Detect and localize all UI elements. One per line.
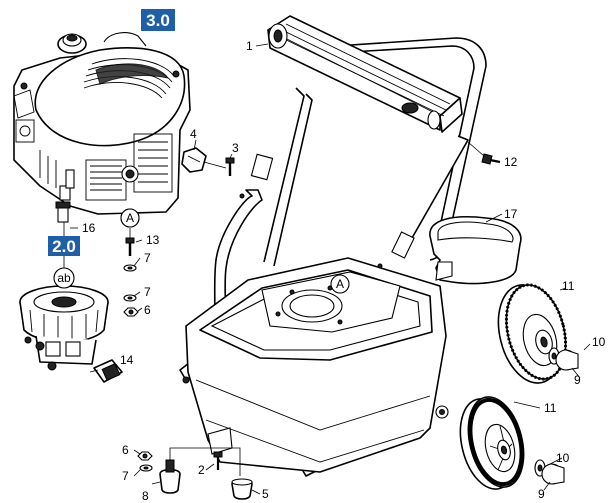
pump-assembly	[19, 256, 109, 371]
callout-leaders	[133, 139, 581, 491]
section-badge-pump-label: 2.0	[52, 237, 76, 256]
reference-mark-a-left-label: A	[126, 211, 134, 225]
callout-13[interactable]: 13	[146, 233, 160, 247]
callout-9-lower[interactable]: 9	[538, 487, 545, 501]
part-17-hose-holder	[429, 213, 522, 285]
callout-11-lower[interactable]: 11	[544, 401, 557, 415]
section-badge-pump[interactable]: 2.0	[48, 236, 80, 256]
callout-14[interactable]: 14	[120, 353, 134, 367]
part-3-screw	[203, 157, 235, 176]
callout-10-upper[interactable]: 10	[592, 335, 606, 349]
frame-assembly	[179, 37, 487, 477]
part-14-outlet-fitting	[89, 359, 123, 383]
section-badge-engine-label: 3.0	[146, 11, 170, 30]
section-badge-engine-bg	[141, 9, 175, 31]
callout-7-lower[interactable]: 7	[122, 469, 129, 483]
hardware-column-b	[137, 451, 153, 472]
part-11-wheel-upper	[497, 283, 568, 384]
part-12-screw	[467, 141, 501, 165]
reference-mark-a-frame-label: A	[336, 277, 344, 291]
callout-17[interactable]: 17	[504, 207, 518, 221]
callout-7-middle[interactable]: 7	[144, 285, 151, 299]
callout-6-lower[interactable]: 6	[122, 443, 129, 457]
engine-assembly	[13, 32, 191, 215]
reference-mark-a-frame[interactable]: A	[330, 274, 350, 294]
reference-mark-ab[interactable]: ab	[53, 267, 75, 289]
part-5-foot	[231, 478, 261, 500]
callout-16[interactable]: 16	[82, 221, 96, 235]
callout-7-upper[interactable]: 7	[144, 251, 151, 265]
reference-mark-a-left[interactable]: A	[120, 208, 140, 228]
callout-10-lower[interactable]: 10	[556, 451, 570, 465]
part-11-wheel-lower	[459, 396, 541, 490]
part-4-bracket	[181, 147, 207, 173]
callout-3[interactable]: 3	[232, 141, 239, 155]
part-2-screws	[169, 447, 241, 476]
callout-5[interactable]: 5	[262, 487, 269, 501]
part-9-hubcap-upper	[555, 343, 591, 371]
callout-2[interactable]: 2	[198, 463, 205, 477]
callout-11-upper[interactable]: 11	[562, 279, 575, 293]
callout-12[interactable]: 12	[504, 155, 518, 169]
callout-4[interactable]: 4	[190, 127, 197, 141]
callout-9-upper[interactable]: 9	[574, 373, 581, 387]
part-9-hubcap-lower	[541, 463, 565, 485]
callout-labels: 1 2 3 4 5 6 6 7 7 7 8 9 9 10 10 11 11 12…	[82, 39, 606, 503]
part-1-handle-grip	[255, 15, 463, 133]
part-16-coupling	[55, 201, 78, 236]
section-badge-engine[interactable]: 3.0	[141, 9, 175, 31]
part-8-foot	[151, 459, 181, 494]
callout-1[interactable]: 1	[246, 39, 253, 53]
reference-mark-ab-label: ab	[57, 271, 71, 285]
callout-8[interactable]: 8	[142, 489, 149, 503]
callout-6-upper[interactable]: 6	[144, 303, 151, 317]
section-badge-pump-bg	[48, 236, 80, 256]
